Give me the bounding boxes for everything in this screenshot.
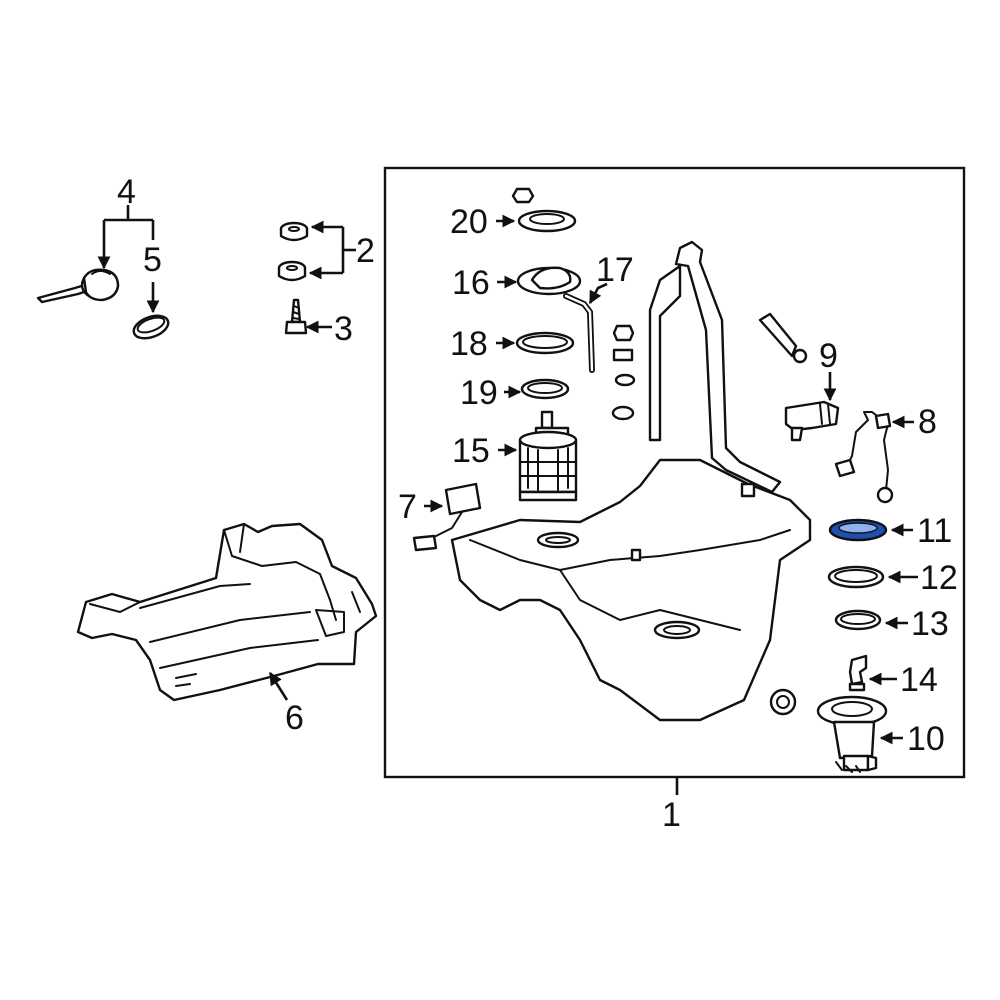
sender-seal-part[interactable] [515,331,575,355]
access-cover-part[interactable] [516,266,582,296]
callout-17: 17 [596,251,634,289]
callout-2: 2 [356,232,375,270]
pump-o-ring-part[interactable] [520,378,570,400]
callout-10: 10 [907,720,945,758]
vent-hose-part[interactable] [758,312,808,364]
callout-12: 12 [920,559,958,597]
callout-14: 14 [900,661,938,699]
callout-13: 13 [911,605,949,643]
fuel-tank-part[interactable] [450,240,812,722]
callout-1: 1 [662,796,681,834]
fuel-pump-nut-part[interactable] [511,187,535,204]
callout-20: 20 [450,203,488,241]
lock-ring-part[interactable] [517,209,577,233]
sensor-harness-part[interactable] [412,482,482,552]
heat-shield-part[interactable] [76,522,378,702]
leader-6-arrow [268,671,289,701]
fuel-pump-part[interactable] [518,410,578,502]
wiring-harness-part[interactable] [834,411,894,504]
callout-16: 16 [452,264,490,302]
fuel-cap-part[interactable] [36,268,120,304]
leader-4-bracket [104,205,153,222]
check-valve-part[interactable] [848,654,868,692]
callout-4: 4 [117,173,136,211]
callout-9: 9 [819,337,838,375]
mount-hardware-part[interactable] [611,324,636,421]
vent-tube-part[interactable] [563,293,595,373]
assembly-frame [383,166,966,779]
bolt-part[interactable] [284,298,308,335]
lower-o-ring-part[interactable] [834,609,882,631]
drain-plug-part[interactable] [769,688,797,716]
callout-19: 19 [460,374,498,412]
fuel-level-sender-part[interactable] [816,695,888,773]
sender-seal-ring-part[interactable] [827,565,885,589]
insulator-washer-part[interactable] [277,221,309,282]
callout-7: 7 [398,488,417,526]
callout-11: 11 [917,512,952,550]
callout-15: 15 [452,432,490,470]
callout-18: 18 [450,325,488,363]
pressure-sensor-part[interactable] [784,400,840,442]
cap-seal-part[interactable] [131,311,172,342]
callout-5: 5 [143,241,162,279]
sender-gasket-highlighted-part[interactable] [828,518,888,542]
callout-3: 3 [334,310,353,348]
callout-6: 6 [285,699,304,737]
callout-8: 8 [918,403,937,441]
leader-17-arrow [588,282,608,305]
